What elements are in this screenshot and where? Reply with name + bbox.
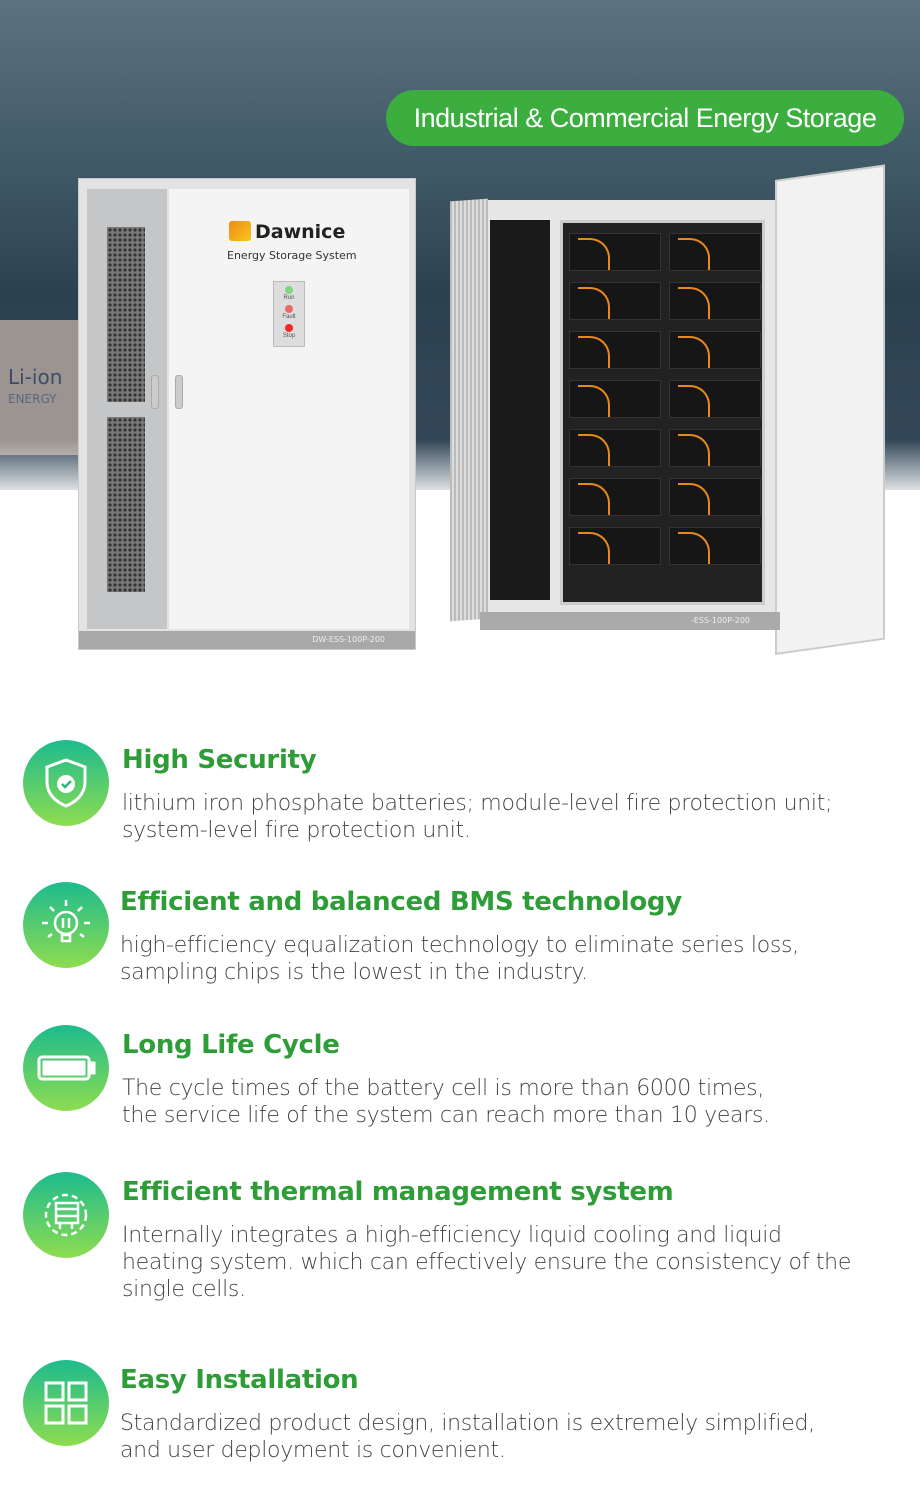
indicator-fault: Fault — [274, 305, 304, 324]
category-badge: Industrial & Commercial Energy Storage — [386, 90, 904, 146]
battery-module — [569, 527, 661, 565]
feature-description: Standardized product design, installatio… — [120, 1411, 815, 1463]
feature-title: High Security — [122, 745, 317, 775]
feature-description: The cycle times of the battery cell is m… — [122, 1076, 770, 1128]
battery-module — [669, 478, 761, 516]
background-sign: Li-ion ENERGY — [0, 320, 80, 455]
battery-module — [669, 527, 761, 565]
feature-title: Efficient and balanced BMS technology — [120, 887, 682, 917]
feature-description: lithium iron phosphate batteries; module… — [122, 791, 833, 843]
indicator-stop: Stop — [274, 324, 304, 343]
indicator-run: Run — [274, 286, 304, 305]
battery-module — [569, 380, 661, 418]
shield-check-icon — [23, 740, 109, 826]
brand-logo: Dawnice — [229, 221, 345, 243]
battery-module — [569, 282, 661, 320]
feature-title: Efficient thermal management system — [122, 1177, 674, 1207]
battery-module — [669, 429, 761, 467]
battery-module — [569, 233, 661, 271]
feature-title: Long Life Cycle — [122, 1030, 340, 1060]
battery-module — [669, 331, 761, 369]
battery-module — [569, 331, 661, 369]
feature-description: Internally integrates a high-efficiency … — [122, 1223, 852, 1302]
cabinet-closed-image: Dawnice Energy Storage System Run Fault … — [78, 178, 416, 650]
cabinet-open-image: -ESS-100P-200 — [450, 164, 885, 655]
feature-description: high-efficiency equalization technology … — [120, 933, 799, 985]
grid-modules-icon — [23, 1360, 109, 1446]
feature-title: Easy Installation — [120, 1365, 359, 1395]
battery-icon — [23, 1025, 109, 1111]
lightbulb-icon — [23, 882, 109, 968]
thermal-gear-icon — [23, 1172, 109, 1258]
battery-module — [569, 429, 661, 467]
model-label: DW-ESS-100P-200 — [79, 631, 415, 649]
battery-module — [569, 478, 661, 516]
battery-module — [669, 282, 761, 320]
battery-module — [669, 380, 761, 418]
battery-module — [669, 233, 761, 271]
hero-banner: Li-ion ENERGY Industrial & Commercial En… — [0, 0, 920, 655]
indicator-panel: Run Fault Stop — [273, 281, 305, 347]
